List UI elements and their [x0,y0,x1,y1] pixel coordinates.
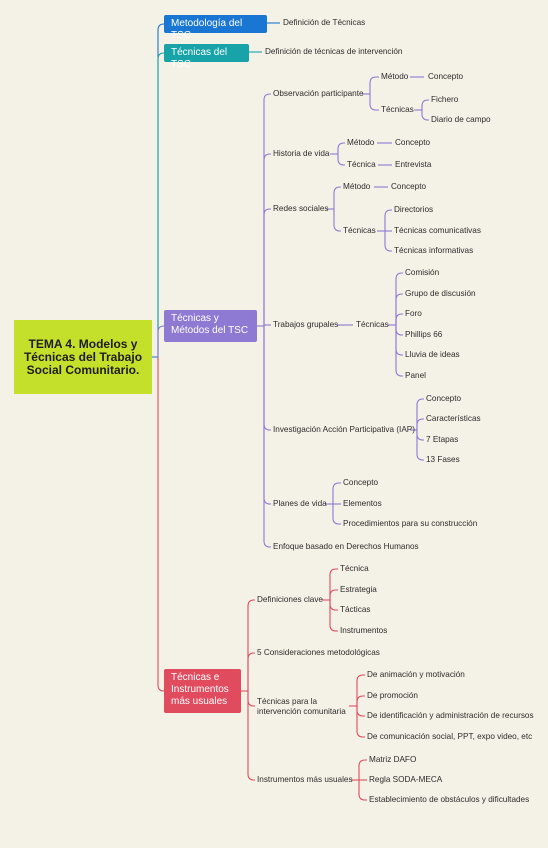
instrumentos-usuales-node[interactable]: Instrumentos más usuales [257,775,353,784]
diario-campo-node[interactable]: Diario de campo [431,115,491,124]
root-topic[interactable]: TEMA 4. Modelos y Técnicas del Trabajo S… [14,320,152,394]
iap-etapas-node[interactable]: 7 Etapas [426,435,459,444]
obs-metodo-node[interactable]: Método [381,72,409,81]
tecnicas-comunicativas-node[interactable]: Técnicas comunicativas [394,226,481,235]
definicion-tecnicas-intervencion-node[interactable]: Definición de técnicas de intervención [265,47,403,56]
consideraciones-node[interactable]: 5 Consideraciones metodológicas [257,648,380,657]
obs-concepto-node[interactable]: Concepto [428,72,464,81]
redes-tecnicas-node[interactable]: Técnicas [343,226,376,235]
iap-concepto-node[interactable]: Concepto [426,394,462,403]
obstaculos-node[interactable]: Establecimiento de obstáculos y dificult… [369,795,530,804]
enfoque-derechos-node[interactable]: Enfoque basado en Derechos Humanos [273,542,419,551]
definiciones-clave-node[interactable]: Definiciones clave [257,595,323,604]
branch-tecnicas-metodos[interactable]: Técnicas y Métodos del TSC [164,310,257,342]
def-tecnica-node[interactable]: Técnica [340,564,369,573]
fichero-node[interactable]: Fichero [431,95,459,104]
def-instrumentos-node[interactable]: Instrumentos [340,626,388,635]
directorios-node[interactable]: Directorios [394,205,434,214]
branch-tecnicas-instrumentos[interactable]: Técnicas e Instrumentos más usuales [164,669,241,713]
regla-soda-meca-node[interactable]: Regla SODA-MECA [369,775,443,784]
redes-sociales-node[interactable]: Redes sociales [273,204,329,213]
iap-node[interactable]: Investigación Acción Participativa (IAP) [273,425,415,434]
redes-concepto-node[interactable]: Concepto [391,182,427,191]
redes-metodo-node[interactable]: Método [343,182,371,191]
animacion-motivacion-node[interactable]: De animación y motivación [367,670,465,679]
lluvia-ideas-node[interactable]: Lluvia de ideas [405,350,460,359]
hist-concepto-node[interactable]: Concepto [395,138,431,147]
entrevista-node[interactable]: Entrevista [395,160,432,169]
planes-procedimientos-node[interactable]: Procedimientos para su construcción [343,519,478,528]
tecnicas-informativas-node[interactable]: Técnicas informativas [394,246,474,255]
def-tacticas-node[interactable]: Tácticas [340,605,371,614]
identificacion-recursos-node[interactable]: De identificación y administración de re… [367,711,534,720]
comision-node[interactable]: Comisión [405,268,440,277]
observacion-participante-node[interactable]: Observación participante [273,89,364,98]
obs-tecnicas-node[interactable]: Técnicas [381,105,414,114]
historia-vida-node[interactable]: Historia de vida [273,149,330,158]
matriz-dafo-node[interactable]: Matriz DAFO [369,755,417,764]
hist-tecnica-node[interactable]: Técnica [347,160,376,169]
comunicacion-social-node[interactable]: De comunicación social, PPT, expo video,… [367,732,533,741]
iap-caracteristicas-node[interactable]: Características [426,414,481,423]
panel-node[interactable]: Panel [405,371,426,380]
branch-metodologia[interactable]: Metodología del TSC [164,15,267,41]
promocion-node[interactable]: De promoción [367,691,418,700]
planes-elementos-node[interactable]: Elementos [343,499,382,508]
grupo-discusion-node[interactable]: Grupo de discusión [405,289,476,298]
planes-concepto-node[interactable]: Concepto [343,478,379,487]
definicion-tecnicas-node[interactable]: Definición de Técnicas [283,18,366,27]
trabajos-grupales-node[interactable]: Trabajos grupales [273,320,339,329]
def-estrategia-node[interactable]: Estrategia [340,585,377,594]
phillips-66-node[interactable]: Phillips 66 [405,330,443,339]
trab-tecnicas-node[interactable]: Técnicas [356,320,389,329]
hist-metodo-node[interactable]: Método [347,138,375,147]
branch-tecnicas-tsc[interactable]: Técnicas del TSC [164,44,249,70]
tecnicas-intervencion-node[interactable]: Técnicas para la intervención comunitari… [257,697,346,716]
iap-fases-node[interactable]: 13 Fases [426,455,460,464]
planes-vida-node[interactable]: Planes de vida [273,499,327,508]
foro-node[interactable]: Foro [405,309,422,318]
